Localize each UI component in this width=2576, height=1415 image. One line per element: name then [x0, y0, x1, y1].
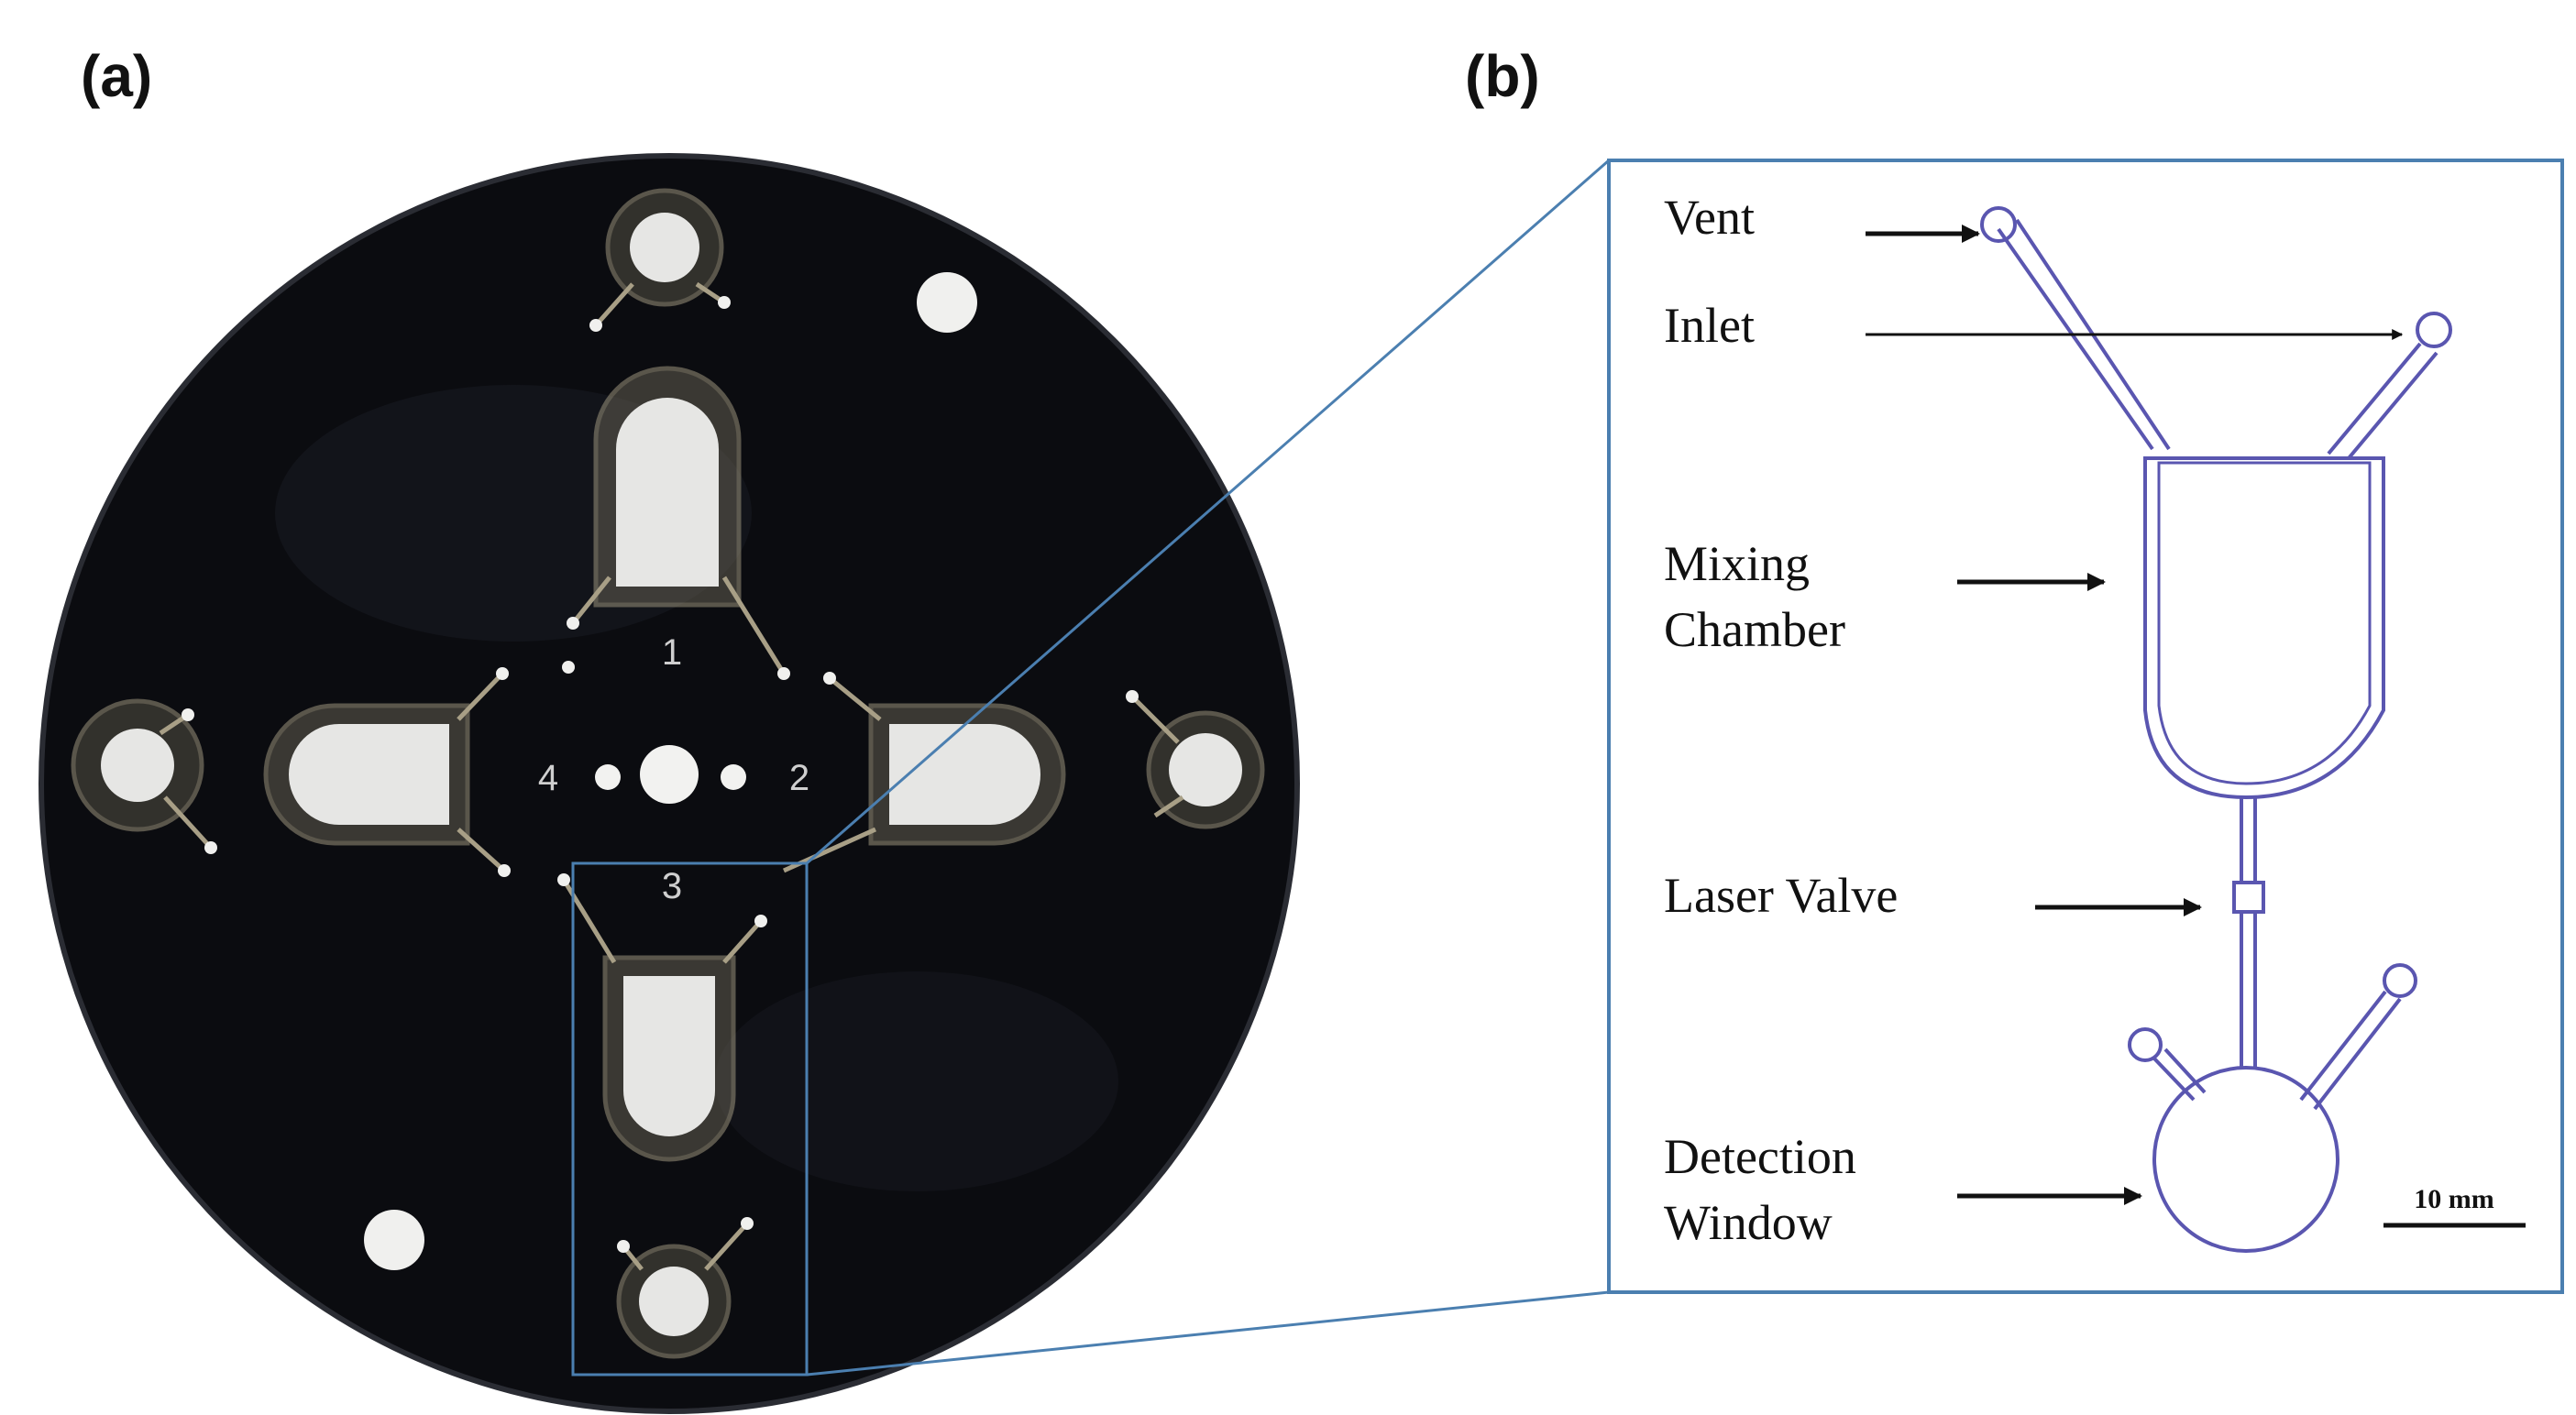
microfluidic-schematic	[1980, 206, 2452, 1253]
alignment-hole	[917, 272, 977, 333]
alignment-hole	[364, 1210, 424, 1270]
callout-frame	[1607, 159, 2564, 1294]
microfluidic-unit-1	[571, 188, 787, 675]
microfluidic-unit-3	[561, 878, 763, 1359]
microfluidic-unit-4	[71, 672, 506, 872]
chamber-number: 3	[662, 866, 682, 906]
vent-port	[1980, 206, 2017, 243]
label-inlet: Inlet	[1664, 298, 1755, 353]
zoom-line-bottom	[806, 1290, 1610, 1377]
inlet-port	[2416, 312, 2452, 348]
chamber-number: 2	[789, 758, 809, 798]
label-mixing-line2: Chamber	[1664, 602, 1845, 657]
label-mixing-line1: Mixing	[1664, 536, 1810, 591]
label-vent: Vent	[1664, 190, 1755, 245]
highlight-box	[571, 861, 809, 1377]
cd-disc: 1 2 3 4	[39, 153, 1300, 1414]
chamber-number: 1	[662, 632, 682, 673]
scale-bar-label: 10 mm	[2414, 1184, 2493, 1214]
label-detection-line1: Detection	[1664, 1129, 1856, 1184]
panel-label-a: (a)	[81, 43, 153, 109]
microfluidic-unit-2	[782, 676, 1265, 873]
detection-window	[2152, 1066, 2339, 1253]
laser-valve	[2232, 881, 2265, 914]
center-hole	[640, 745, 699, 804]
chamber-number: 4	[538, 758, 558, 798]
label-detection-line2: Window	[1664, 1195, 1833, 1250]
panel-label-b: (b)	[1465, 43, 1540, 109]
label-laser-valve: Laser Valve	[1664, 868, 1898, 923]
mixing-chamber	[2143, 456, 2385, 800]
zoom-line-top	[806, 159, 1610, 865]
